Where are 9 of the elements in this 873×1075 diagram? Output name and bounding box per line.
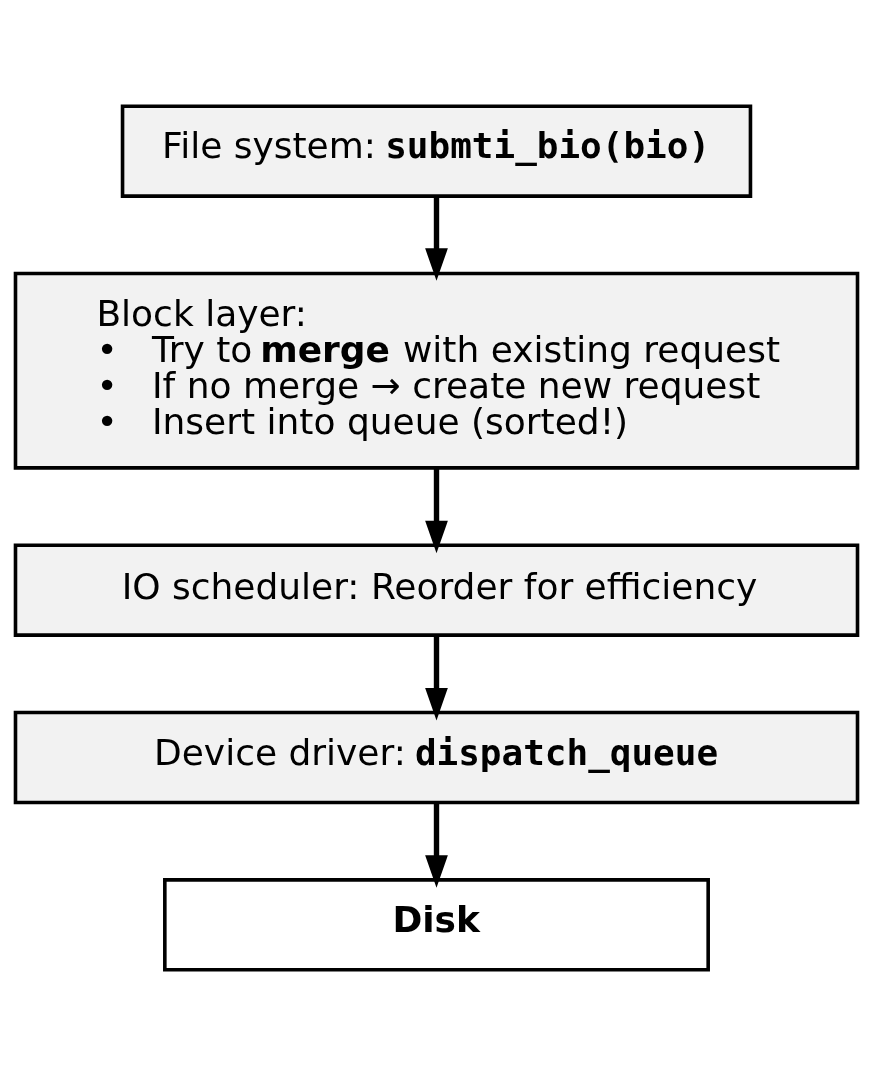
- node-box: Disk: [163, 877, 710, 972]
- arrow: [425, 635, 448, 720]
- arrow: [425, 467, 448, 553]
- node-box: File system: submti_bio(bio): [120, 103, 753, 198]
- arrow: [425, 196, 448, 281]
- node-box: Block layer: • Try to merge with existing request • If no merge → create new request • Insert into queue (sorted!): [13, 271, 860, 470]
- arrow: [425, 802, 448, 888]
- node-box: IO scheduler: Reorder for efficiency: [13, 542, 860, 637]
- node-box: Device driver: dispatch_queue: [13, 710, 860, 804]
